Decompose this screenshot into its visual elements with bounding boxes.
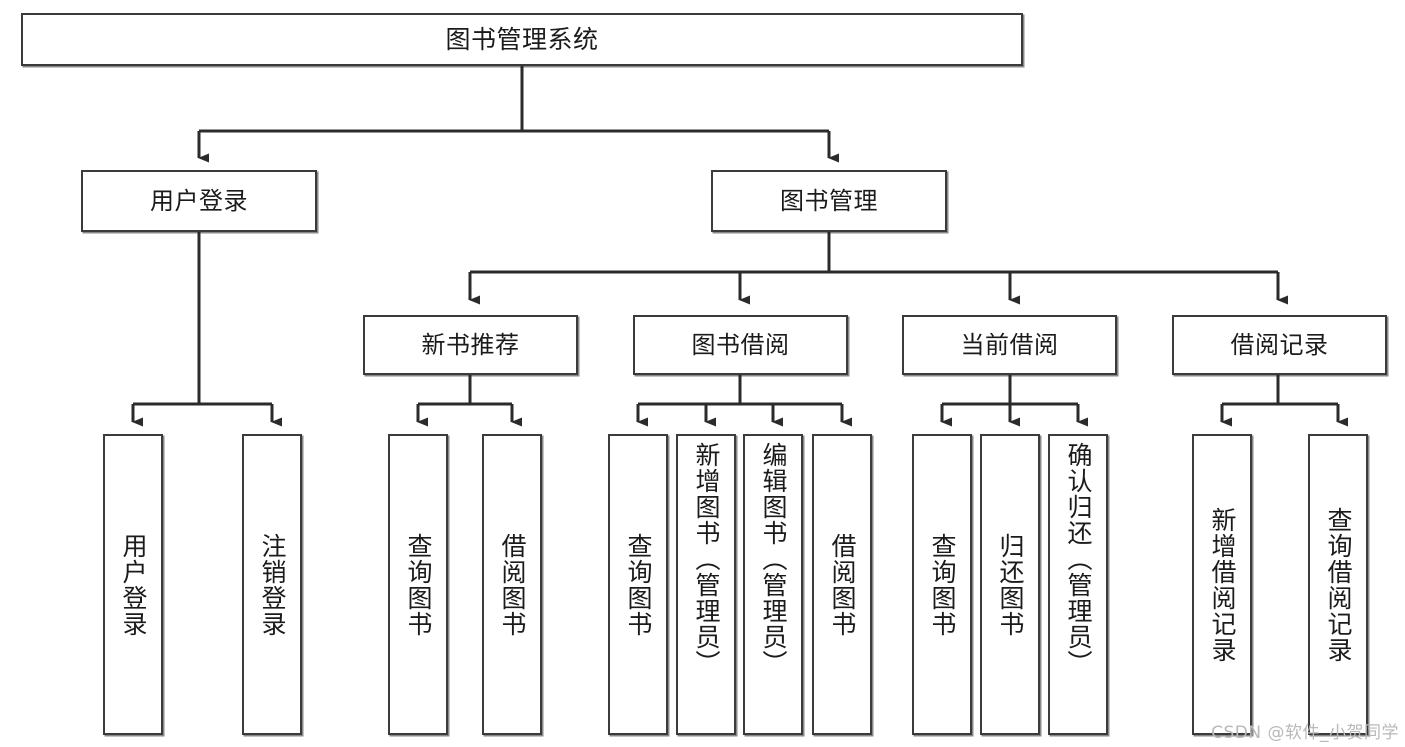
node-leaf-user-login-label: 用户登录 (119, 532, 148, 637)
node-leaf-query-book-1-label: 查询图书 (404, 532, 433, 637)
node-leaf-borrow-book-2-label: 借阅图书 (828, 532, 857, 637)
node-leaf-query-record-label: 查询借阅记录 (1324, 506, 1353, 663)
node-book-borrow[interactable]: 图书借阅 (633, 315, 848, 375)
node-leaf-edit-book-label: 编辑图书（管理员） (759, 442, 788, 676)
node-borrow-record-label: 借阅记录 (1230, 330, 1329, 359)
node-leaf-query-book-2-label: 查询图书 (624, 532, 653, 637)
node-current-borrow[interactable]: 当前借阅 (902, 315, 1117, 375)
node-root-label: 图书管理系统 (445, 24, 599, 54)
node-leaf-add-record[interactable]: 新增借阅记录 (1192, 434, 1252, 735)
node-book-borrow-label: 图书借阅 (691, 330, 790, 359)
node-leaf-add-record-label: 新增借阅记录 (1208, 506, 1237, 663)
node-root[interactable]: 图书管理系统 (21, 13, 1023, 66)
node-leaf-query-record[interactable]: 查询借阅记录 (1308, 434, 1368, 735)
node-current-borrow-label: 当前借阅 (960, 330, 1059, 359)
node-leaf-query-book-3[interactable]: 查询图书 (912, 434, 972, 735)
node-user-login[interactable]: 用户登录 (81, 170, 317, 232)
node-leaf-edit-book[interactable]: 编辑图书（管理员） (743, 434, 803, 735)
node-leaf-user-login[interactable]: 用户登录 (103, 434, 163, 735)
node-leaf-query-book-3-label: 查询图书 (928, 532, 957, 637)
node-leaf-user-logout[interactable]: 注销登录 (242, 434, 302, 735)
node-leaf-borrow-book-1-label: 借阅图书 (498, 532, 527, 637)
node-leaf-borrow-book-2[interactable]: 借阅图书 (812, 434, 872, 735)
node-user-login-label: 用户登录 (150, 186, 248, 215)
node-book-manage[interactable]: 图书管理 (711, 170, 947, 232)
node-leaf-confirm-return-label: 确认归还（管理员） (1064, 442, 1093, 676)
node-leaf-add-book[interactable]: 新增图书（管理员） (676, 434, 736, 735)
node-leaf-query-book-2[interactable]: 查询图书 (608, 434, 668, 735)
node-book-manage-label: 图书管理 (780, 186, 878, 215)
node-leaf-borrow-book-1[interactable]: 借阅图书 (482, 434, 542, 735)
node-leaf-add-book-label: 新增图书（管理员） (692, 442, 721, 676)
node-leaf-user-logout-label: 注销登录 (258, 532, 287, 637)
node-new-book-rec-label: 新书推荐 (421, 330, 520, 359)
node-borrow-record[interactable]: 借阅记录 (1172, 315, 1387, 375)
node-leaf-confirm-return[interactable]: 确认归还（管理员） (1048, 434, 1108, 735)
node-leaf-return-book-label: 归还图书 (996, 532, 1025, 637)
node-new-book-rec[interactable]: 新书推荐 (363, 315, 578, 375)
csdn-watermark: CSDN @软件_小贺同学 (1211, 723, 1399, 743)
node-leaf-query-book-1[interactable]: 查询图书 (388, 434, 448, 735)
node-leaf-return-book[interactable]: 归还图书 (980, 434, 1040, 735)
